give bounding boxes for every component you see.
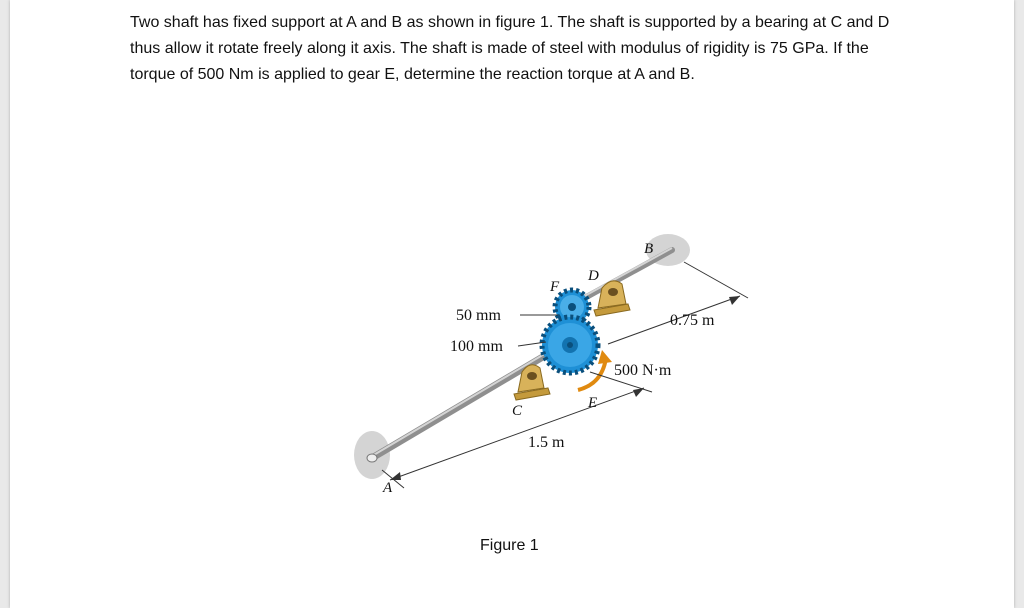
document-page: Two shaft has fixed support at A and B a… [10, 0, 1014, 608]
label-torque: 500 N·m [614, 362, 672, 379]
label-f: F [549, 279, 560, 295]
gear-e [539, 314, 601, 376]
shaft-fb [567, 247, 675, 309]
torque-arrowhead [598, 350, 612, 364]
bearing-d [593, 280, 631, 317]
figure-caption: Figure 1 [480, 537, 539, 554]
label-a: A [382, 480, 393, 496]
label-50mm: 50 mm [456, 307, 501, 324]
label-e: E [587, 395, 597, 411]
dim-line-1-5m [389, 387, 645, 481]
bearing-c [513, 364, 551, 401]
label-100mm: 100 mm [450, 338, 503, 355]
dim-ext-b [683, 261, 749, 299]
label-b: B [644, 241, 653, 257]
label-1-5m: 1.5 m [528, 434, 565, 451]
problem-statement: Two shaft has fixed support at A and B a… [130, 14, 890, 83]
leader-100mm [517, 341, 547, 347]
shaft-figure: B D F 50 mm 100 mm 0.75 m 500 N·m E C 1.… [354, 234, 749, 496]
label-d: D [587, 268, 599, 284]
label-c: C [512, 403, 523, 419]
shaft-end-a [366, 453, 378, 463]
label-0-75m: 0.75 m [670, 312, 715, 329]
dim-line-0-75m [607, 295, 741, 345]
shaft-ae [368, 338, 572, 462]
